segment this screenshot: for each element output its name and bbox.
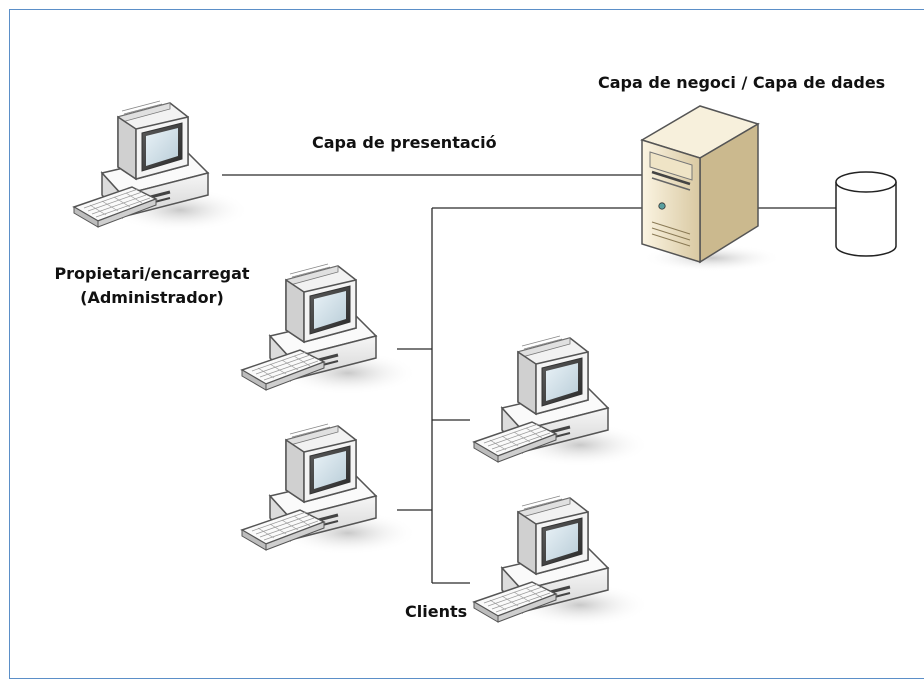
business-data-layer-label: Capa de negoci / Capa de dades: [598, 73, 886, 92]
connector-lines: [222, 174, 836, 584]
admin-label-line2: (Administrador): [80, 288, 224, 307]
presentation-layer-label: Capa de presentació: [312, 133, 497, 152]
client-computer-icon: [240, 422, 420, 557]
admin-label-line1: Propietari/encarregat: [54, 264, 250, 283]
client-computer-icon: [472, 334, 652, 469]
clients-label: Clients: [405, 602, 468, 621]
architecture-diagram: [72, 99, 897, 629]
admin-computer-icon: [72, 99, 252, 234]
database-icon: [835, 171, 897, 257]
server-icon: [640, 105, 782, 272]
client-computer-icon: [472, 494, 652, 629]
admin-label: Propietari/encarregat (Administrador): [32, 262, 272, 310]
